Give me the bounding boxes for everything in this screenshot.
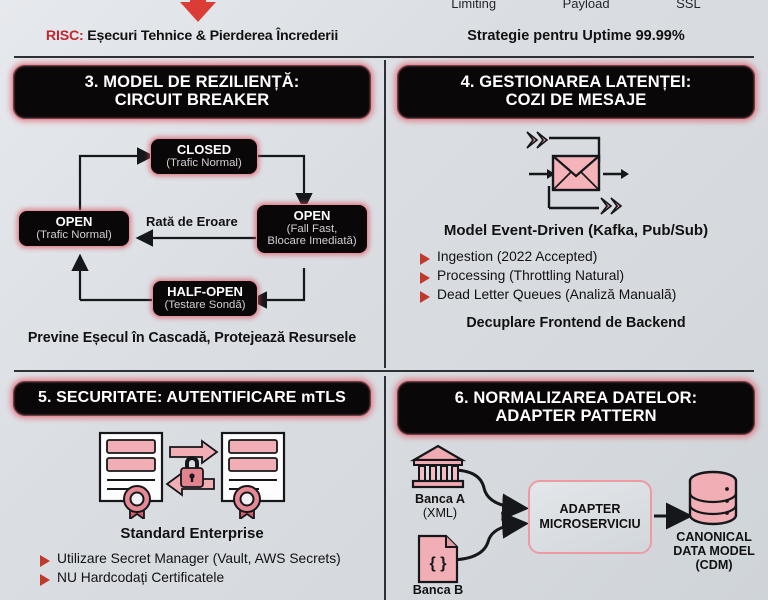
mutual-tls-certificates-icon — [98, 431, 286, 519]
section-4-caption: Model Event-Driven (Kafka, Pub/Sub) — [443, 221, 709, 239]
circuit-breaker-arrows — [71, 147, 313, 309]
section-5-caption: Standard Enterprise — [120, 524, 264, 542]
adapter-line2: MICROSERVICIU — [539, 516, 641, 531]
top-label-payload: Payload — [562, 0, 610, 11]
divider-middle — [14, 370, 754, 372]
section-4-footer: Decuplare Frontend de Backend — [466, 314, 686, 331]
top-label-limiting: Limiting — [451, 0, 497, 11]
list-item[interactable]: Processing (Throttling Natural) — [420, 268, 756, 284]
section-3-circuit-breaker: 3. MODEL DE REZILIENȚĂ: CIRCUIT BREAKER — [0, 64, 384, 346]
section-4-bullets: Ingestion (2022 Accepted) Processing (Th… — [420, 249, 756, 303]
triangle-bullet-icon — [40, 554, 50, 567]
source-a-name: Banca A — [415, 491, 465, 506]
state-half-open[interactable]: HALF-OPEN (Testare Sondă) — [152, 279, 258, 318]
state-closed-sub: (Trafic Normal) — [166, 156, 242, 169]
state-half-open-sub: (Testare Sondă) — [164, 298, 246, 311]
top-partial-strip: RISC: Eșecuri Tehnice & Pierderea Încred… — [0, 0, 768, 56]
section-6-title-line2: ADAPTER PATTERN — [495, 407, 657, 426]
state-closed-name: CLOSED — [176, 141, 232, 157]
source-a-caption: Banca A (XML) — [398, 492, 482, 520]
adapter-microservice-box[interactable]: ADAPTER MICROSERVICIU — [528, 479, 652, 554]
edge-label-error-rate: Rată de Eroare — [146, 213, 238, 229]
state-half-open-name: HALF-OPEN — [167, 283, 243, 299]
state-open-failfast[interactable]: OPEN (Fall Fast, Blocare Imediată) — [256, 203, 368, 254]
bank-icon — [410, 444, 466, 489]
divider-top — [14, 56, 754, 58]
output-line3: (CDM) — [695, 558, 733, 573]
section-3-footer: Previne Eșecul în Cascadă, Protejează Re… — [27, 329, 357, 346]
database-icon — [688, 470, 738, 526]
circuit-breaker-diagram: CLOSED (Trafic Normal) OPEN (Trafic Norm… — [12, 128, 372, 328]
certificate-seal-icon — [233, 484, 261, 519]
section-6-title-line1: 6. NORMALIZAREA DATELOR: — [454, 389, 698, 407]
output-line2: DATA MODEL — [673, 544, 755, 559]
section-5-mtls-security: 5. SECURITATE: AUTENTIFICARE mTLS — [0, 380, 384, 589]
bullet-text: NU Hardcodați Certificatele — [57, 569, 225, 585]
top-right-labels: Limiting Payload SSL — [384, 0, 768, 11]
section-6-data-normalization: 6. NORMALIZAREA DATELOR: ADAPTER PATTERN — [384, 380, 768, 597]
risk-label: RISC: — [45, 28, 84, 44]
section-4-message-queues: 4. GESTIONAREA LATENȚEI: COZI DE MESAJE — [384, 64, 768, 331]
section-3-title: 3. MODEL DE REZILIENȚĂ: CIRCUIT BREAKER — [12, 64, 372, 120]
section-3-title-line1: 3. MODEL DE REZILIENȚĂ: — [84, 73, 300, 91]
down-arrow-icon — [180, 0, 216, 22]
section-3-title-line2: CIRCUIT BREAKER — [114, 91, 270, 110]
list-item[interactable]: Ingestion (2022 Accepted) — [420, 249, 756, 265]
output-line1: CANONICAL — [676, 529, 752, 544]
bullet-text: Dead Letter Queues (Analiză Manualã) — [437, 286, 677, 302]
lock-icon — [180, 455, 204, 488]
uptime-strategy-text: Strategie pentru Uptime 99.99% — [467, 28, 685, 44]
section-6-title: 6. NORMALIZAREA DATELOR: ADAPTER PATTERN — [396, 380, 756, 436]
risk-text: Eșecuri Tehnice & Pierderea Încrederii — [87, 28, 339, 44]
state-open-normal[interactable]: OPEN (Trafic Normal) — [18, 209, 130, 248]
section-5-bullets: Utilizare Secret Manager (Vault, AWS Sec… — [40, 551, 372, 586]
bullet-text: Ingestion (2022 Accepted) — [437, 248, 598, 264]
output-caption: CANONICAL DATA MODEL (CDM) — [662, 530, 766, 572]
divider-vertical-lower — [384, 376, 386, 600]
adapter-flow-arrows — [447, 468, 693, 562]
section-4-title-line2: COZI DE MESAJE — [505, 91, 647, 110]
triangle-bullet-icon — [420, 290, 430, 303]
divider-vertical-upper — [384, 60, 386, 368]
list-item[interactable]: NU Hardcodați Certificatele — [40, 570, 372, 586]
source-a-format: (XML) — [422, 506, 458, 521]
top-label-ssl: SSL — [676, 0, 701, 11]
section-4-title-line1: 4. GESTIONAREA LATENȚEI: — [460, 73, 692, 91]
state-open-failfast-name: OPEN — [293, 207, 331, 223]
state-open-normal-name: OPEN — [55, 213, 93, 229]
state-open-normal-sub: (Trafic Normal) — [36, 228, 112, 241]
section-5-title: 5. SECURITATE: AUTENTIFICARE mTLS — [12, 380, 372, 417]
certificate-seal-icon — [123, 484, 151, 519]
adapter-pattern-diagram: Banca A (XML) { } Banca B ADAPTER MICROS… — [396, 442, 756, 597]
triangle-bullet-icon — [40, 573, 50, 586]
risk-line: RISC: Eșecuri Tehnice & Pierderea Încred… — [0, 28, 384, 44]
source-b-name: Banca B — [412, 582, 464, 597]
list-item[interactable]: Dead Letter Queues (Analiză Manualã) — [420, 287, 756, 303]
section-4-title: 4. GESTIONAREA LATENȚEI: COZI DE MESAJE — [396, 64, 756, 120]
envelope-queue-icon — [526, 131, 629, 215]
state-open-failfast-sub2: Blocare Imediată) — [267, 235, 357, 248]
triangle-bullet-icon — [420, 271, 430, 284]
adapter-line1: ADAPTER — [559, 502, 621, 517]
state-closed[interactable]: CLOSED (Trafic Normal) — [150, 137, 258, 176]
json-glyph: { } — [430, 555, 447, 572]
json-file-icon: { } — [417, 534, 459, 584]
bullet-text: Processing (Throttling Natural) — [437, 267, 625, 283]
bullet-text: Utilizare Secret Manager (Vault, AWS Sec… — [57, 550, 341, 566]
list-item[interactable]: Utilizare Secret Manager (Vault, AWS Sec… — [40, 551, 372, 567]
state-open-failfast-sub1: (Fall Fast, — [286, 222, 338, 235]
triangle-bullet-icon — [420, 252, 430, 265]
